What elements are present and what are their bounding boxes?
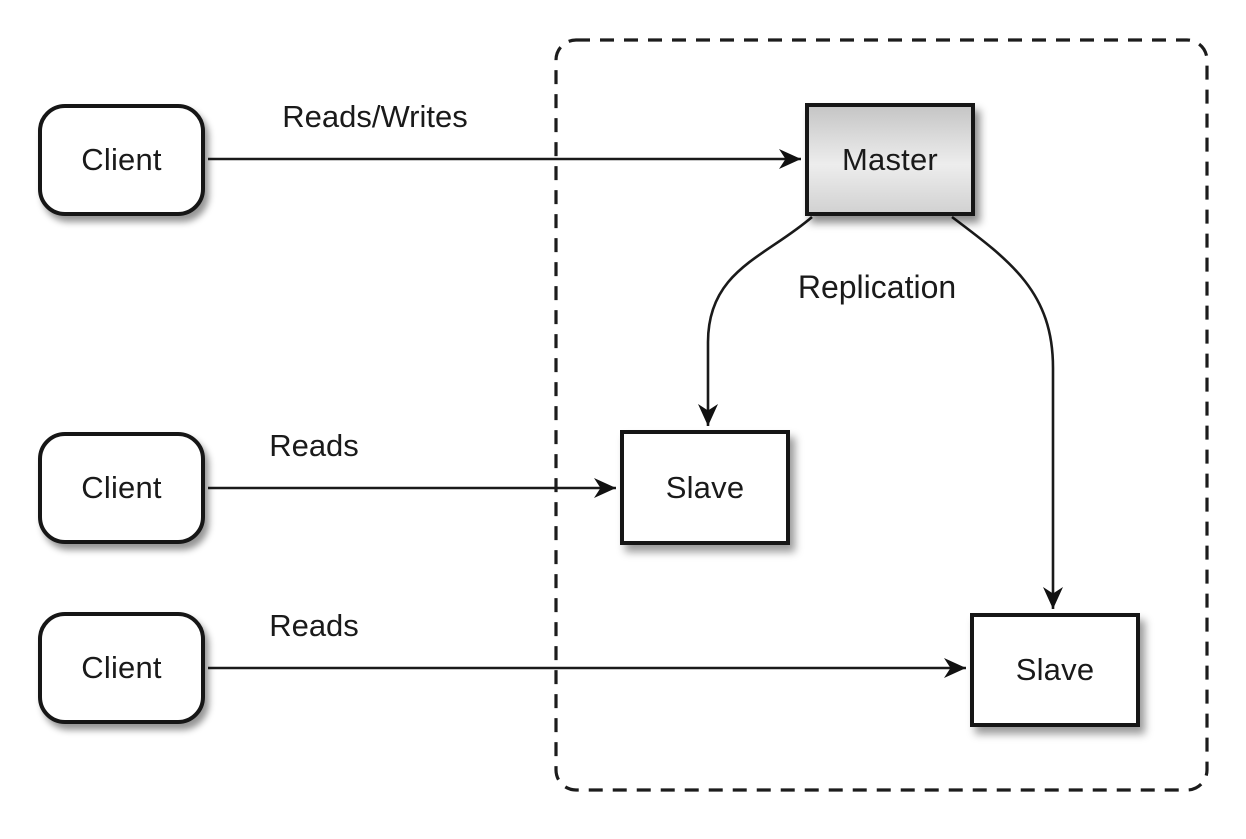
replication-group-boundary (554, 38, 1209, 792)
edge-label-reads-mid: Reads (269, 428, 359, 463)
edge-replication-right (951, 215, 1063, 609)
node-client-3: Client (38, 612, 205, 724)
edge-label-reads-bottom: Reads (269, 608, 359, 643)
edge-replication-left (698, 216, 813, 426)
node-slave-1-label: Slave (665, 469, 745, 505)
node-master: Master (805, 103, 975, 216)
node-client-3-label: Client (81, 650, 162, 685)
node-slave-2: Slave (970, 613, 1140, 727)
node-client-1-label: Client (81, 142, 162, 177)
node-client-2: Client (38, 432, 205, 544)
edge-label-reads-writes: Reads/Writes (282, 99, 468, 134)
node-client-2-label: Client (81, 470, 162, 505)
edge-label-replication: Replication (797, 269, 957, 305)
node-slave-2-label: Slave (1015, 652, 1095, 687)
node-master-label: Master (842, 141, 938, 177)
node-client-1: Client (38, 104, 205, 216)
node-slave-1: Slave (620, 430, 790, 545)
